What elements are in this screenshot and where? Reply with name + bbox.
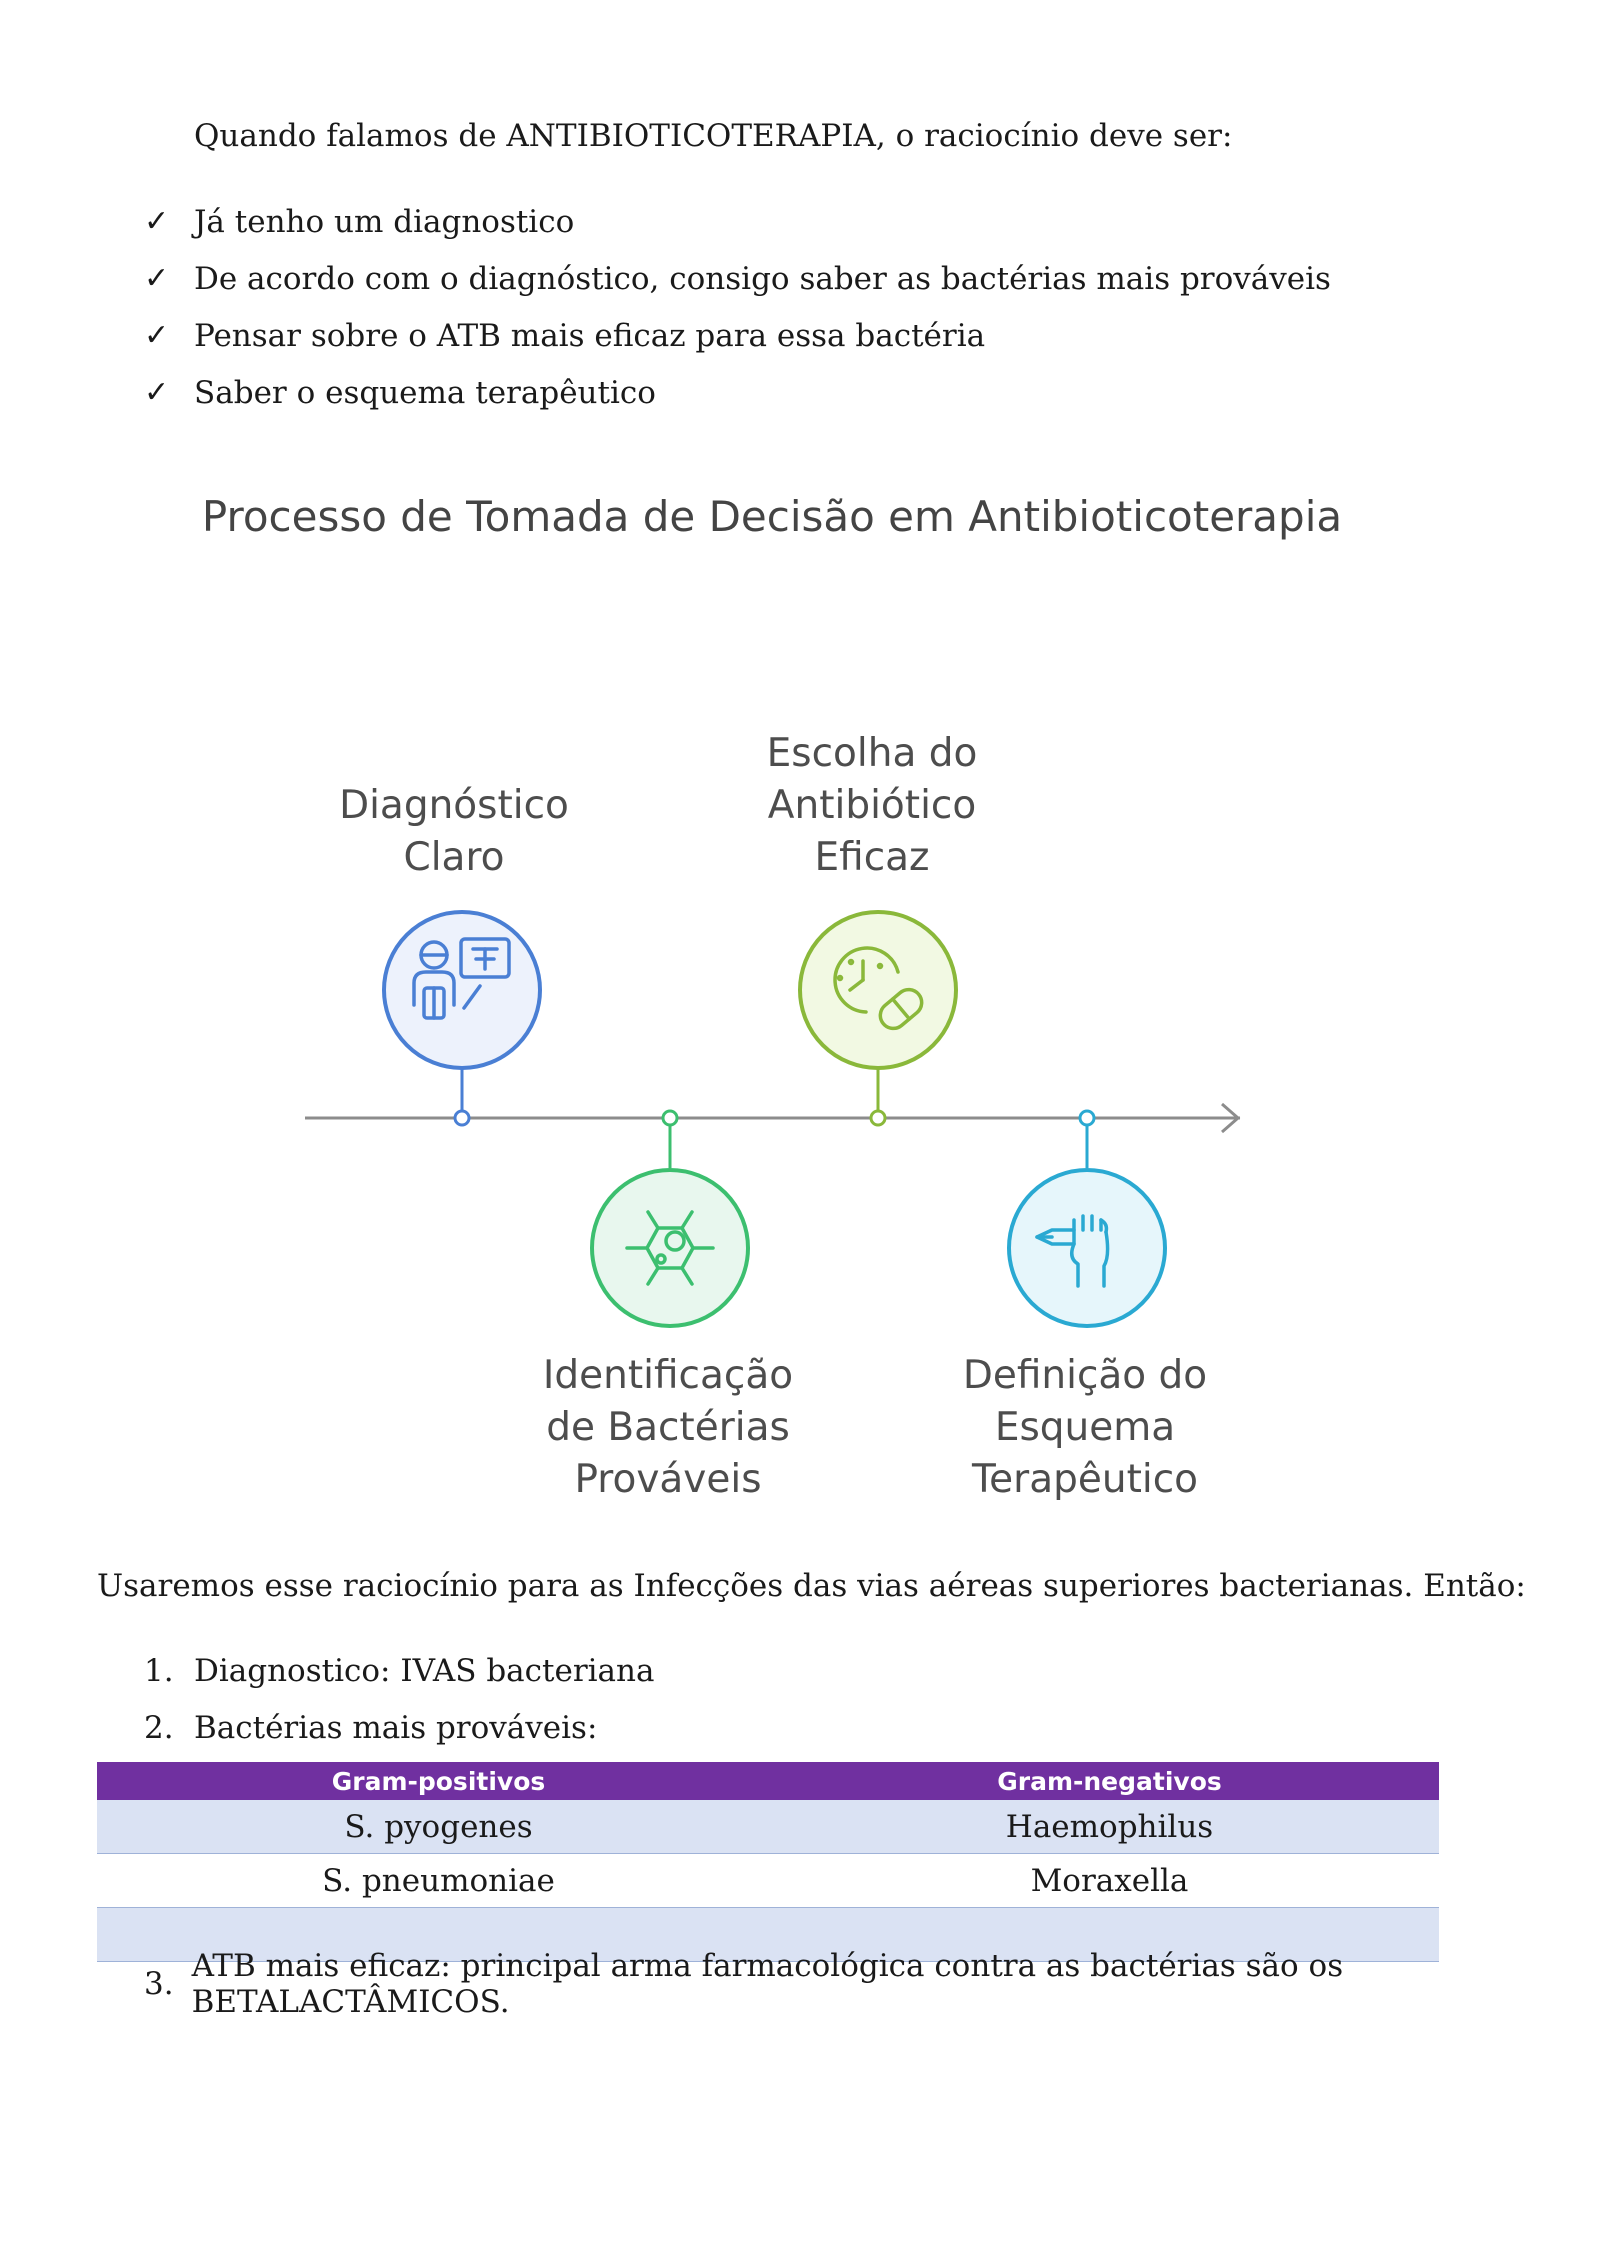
table-row xyxy=(97,1907,1439,1962)
list-item-text: Diagnostico: IVAS bacteriana xyxy=(194,1652,655,1689)
checklist-item: ✓ Já tenho um diagnostico xyxy=(144,193,1331,250)
numbered-list: 3. ATB mais eficaz: principal arma farmac… xyxy=(144,1948,1600,2020)
numbered-list: 1. Diagnostico: IVAS bacteriana 2. Bactéri… xyxy=(144,1642,655,1756)
list-item-text: Bactérias mais prováveis: xyxy=(194,1709,598,1746)
list-number: 2. xyxy=(144,1709,174,1746)
table-cell: Haemophilus xyxy=(780,1800,1439,1854)
table-cell xyxy=(97,1907,780,1962)
table-cell xyxy=(780,1907,1439,1962)
diagram-title: Processo de Tomada de Decisão em Antibio… xyxy=(201,492,1343,541)
check-icon: ✓ xyxy=(144,261,170,296)
list-item: 1. Diagnostico: IVAS bacteriana xyxy=(144,1642,655,1699)
checklist: ✓ Já tenho um diagnostico ✓ De acordo com … xyxy=(144,193,1331,421)
table-cell: S. pyogenes xyxy=(97,1800,780,1854)
list-number: 3. xyxy=(144,1965,174,2002)
step-label-identificacao: Identificação de Bactérias Prováveis xyxy=(542,1353,794,1502)
table-cell: Moraxella xyxy=(780,1853,1439,1908)
check-icon: ✓ xyxy=(144,375,170,410)
doctor-xray-icon xyxy=(412,937,511,1020)
intro-text: Quando falamos de ANTIBIOTICOTERAPIA, o … xyxy=(194,118,1233,154)
step-label-escolha: Escolha do Antibiótico Eficaz xyxy=(766,731,978,880)
list-item: 3. ATB mais eficaz: principal arma farmac… xyxy=(144,1948,1600,2020)
paragraph-text: Usaremos esse raciocínio para as Infecçõ… xyxy=(97,1568,1526,1604)
timeline-diagram xyxy=(305,910,1241,1328)
checklist-item: ✓ De acordo com o diagnóstico, consigo sa… xyxy=(144,250,1331,307)
checklist-item-text: Saber o esquema terapêutico xyxy=(194,374,656,411)
check-icon: ✓ xyxy=(144,204,170,239)
hand-pen-icon xyxy=(1035,1214,1110,1288)
list-item-text: ATB mais eficaz: principal arma farmacol… xyxy=(191,1947,1344,2020)
checklist-item: ✓ Saber o esquema terapêutico xyxy=(144,364,1331,421)
clock-pill-icon xyxy=(833,946,924,1031)
list-number: 1. xyxy=(144,1652,174,1689)
step-identificacao xyxy=(590,1109,750,1328)
checklist-item-text: De acordo com o diagnóstico, consigo sab… xyxy=(194,260,1331,297)
bacteria-cell-icon xyxy=(625,1210,715,1286)
bacteria-table: Gram-positivos Gram-negativos S. pyogene… xyxy=(97,1762,1439,1962)
step-label-definicao: Definição do Esquema Terapêutico xyxy=(962,1353,1208,1502)
step-definicao xyxy=(1007,1109,1167,1328)
timeline-arrow-icon xyxy=(1221,1102,1241,1134)
step-label-diagnostico: Diagnóstico Claro xyxy=(339,783,569,880)
table-row: S. pyogenes Haemophilus xyxy=(97,1800,1439,1854)
checklist-item-text: Já tenho um diagnostico xyxy=(194,203,575,240)
check-icon: ✓ xyxy=(144,318,170,353)
table-row: S. pneumoniae Moraxella xyxy=(97,1853,1439,1908)
table-cell: S. pneumoniae xyxy=(97,1853,780,1908)
table-header: Gram-positivos xyxy=(97,1762,780,1800)
checklist-item-text: Pensar sobre o ATB mais eficaz para essa… xyxy=(194,317,986,354)
table-header: Gram-negativos xyxy=(780,1762,1439,1800)
table-header-row: Gram-positivos Gram-negativos xyxy=(97,1762,1439,1800)
checklist-item: ✓ Pensar sobre o ATB mais eficaz para ess… xyxy=(144,307,1331,364)
step-escolha xyxy=(798,910,958,1127)
step-diagnostico xyxy=(382,910,542,1127)
list-item: 2. Bactérias mais prováveis: xyxy=(144,1699,655,1756)
